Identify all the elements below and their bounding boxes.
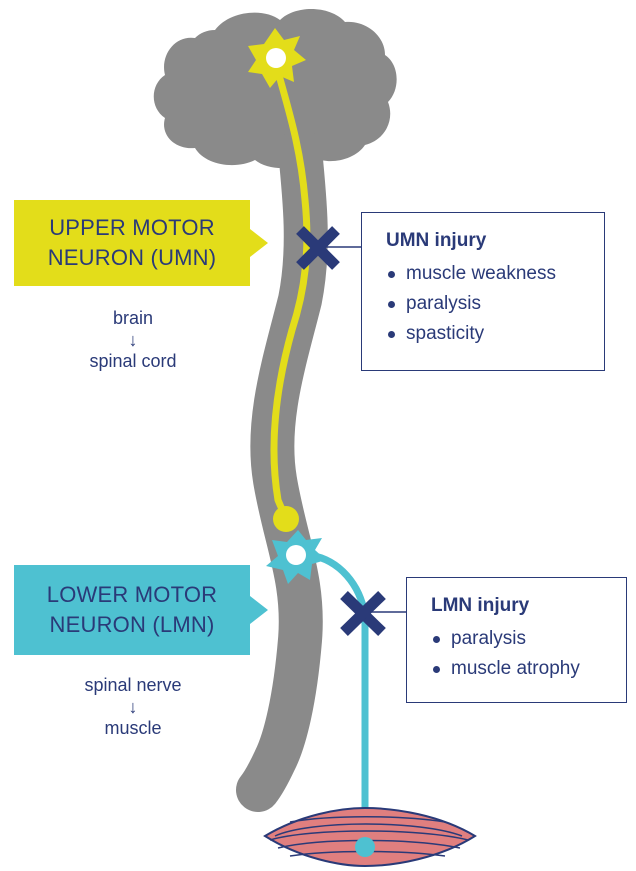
axon-terminal [273,506,299,532]
umn-path-to: spinal cord [89,351,176,371]
lmn-symptom: muscle atrophy [431,654,608,684]
umn-injury-box: UMN injury muscle weakness paralysis spa… [361,212,605,371]
umn-path-from: brain [113,308,153,328]
lmn-symptom: paralysis [431,624,608,654]
umn-injury-title: UMN injury [386,229,586,253]
muscle-icon [265,808,475,866]
umn-symptom-list: muscle weakness paralysis spasticity [386,259,586,349]
lmn-path-to: muscle [104,718,161,738]
umn-symptom: muscle weakness [386,259,586,289]
lmn-pathway: spinal nerve ↓ muscle [38,673,228,741]
umn-symptom: paralysis [386,289,586,319]
lmn-injury-title: LMN injury [431,594,608,618]
lmn-tag-line2: NEURON (LMN) [50,610,215,640]
umn-pathway: brain ↓ spinal cord [38,306,228,374]
lmn-tag-line1: LOWER MOTOR [47,580,217,610]
lmn-injury-box: LMN injury paralysis muscle atrophy [406,577,627,703]
umn-symptom: spasticity [386,319,586,349]
umn-tag: UPPER MOTOR NEURON (UMN) [14,200,250,286]
lmn-path-arrow: ↓ [38,698,228,716]
lmn-tag: LOWER MOTOR NEURON (LMN) [14,565,250,655]
umn-tag-line2: NEURON (UMN) [48,243,217,273]
lmn-symptom-list: paralysis muscle atrophy [431,624,608,684]
lmn-path-from: spinal nerve [84,675,181,695]
umn-tag-line1: UPPER MOTOR [49,213,215,243]
umn-path-arrow: ↓ [38,331,228,349]
